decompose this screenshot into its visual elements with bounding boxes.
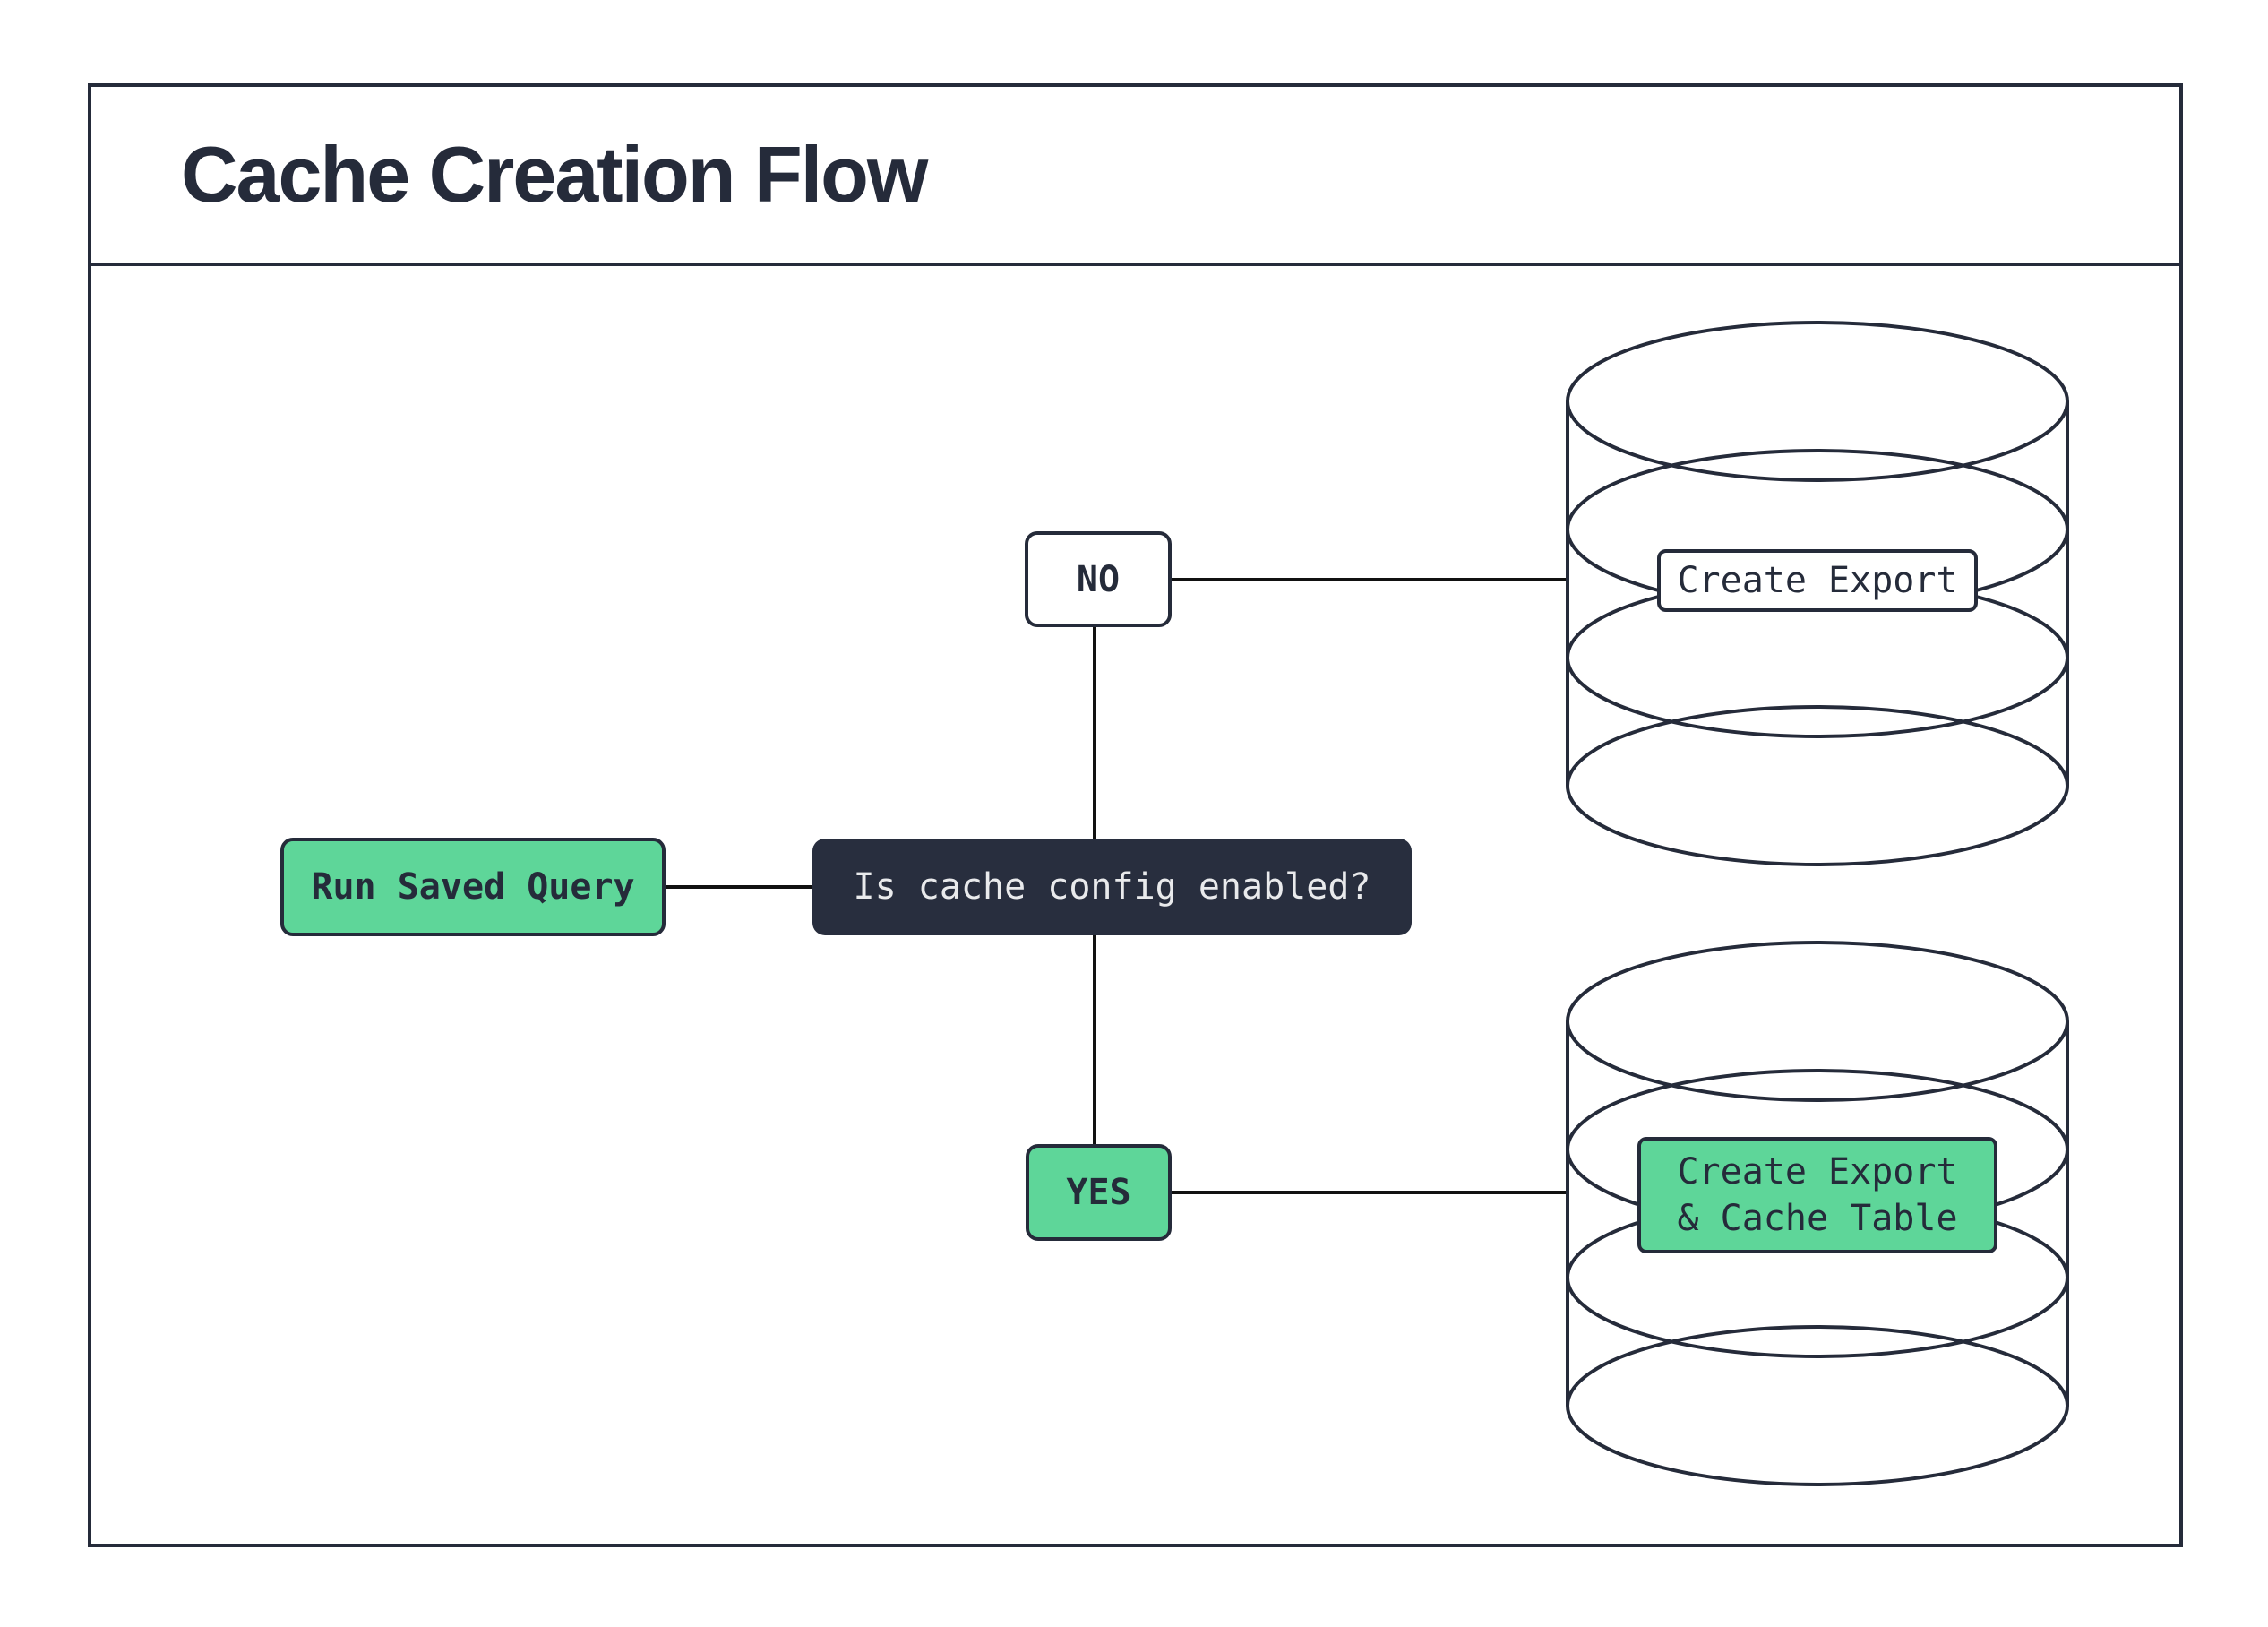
branch-yes-node: YES <box>1026 1144 1172 1241</box>
diagram-frame: Cache Creation Flow <box>88 83 2183 1547</box>
outcome-create-export-cache-line2: & Cache Table <box>1677 1198 1958 1239</box>
outcome-create-export-cache-node: Create Export & Cache Table <box>1637 1137 1997 1253</box>
diagram-header: Cache Creation Flow <box>91 87 2179 266</box>
database-cylinder-icon <box>1566 941 2069 1486</box>
start-node-label: Run Saved Query <box>311 866 635 908</box>
database-cylinder-icon <box>1566 321 2069 866</box>
decision-node-label: Is cache config enabled? <box>853 866 1371 908</box>
branch-no-label: NO <box>1076 558 1121 600</box>
branch-yes-label: YES <box>1066 1172 1131 1213</box>
branch-no-node: NO <box>1025 531 1172 627</box>
decision-node-cache-config: Is cache config enabled? <box>812 839 1412 935</box>
outcome-create-export-label: Create Export <box>1677 560 1958 601</box>
start-node-run-saved-query: Run Saved Query <box>280 838 666 936</box>
page-title: Cache Creation Flow <box>181 130 928 219</box>
outcome-create-export-node: Create Export <box>1657 549 1978 612</box>
outcome-create-export-cache-line1: Create Export <box>1677 1151 1958 1192</box>
